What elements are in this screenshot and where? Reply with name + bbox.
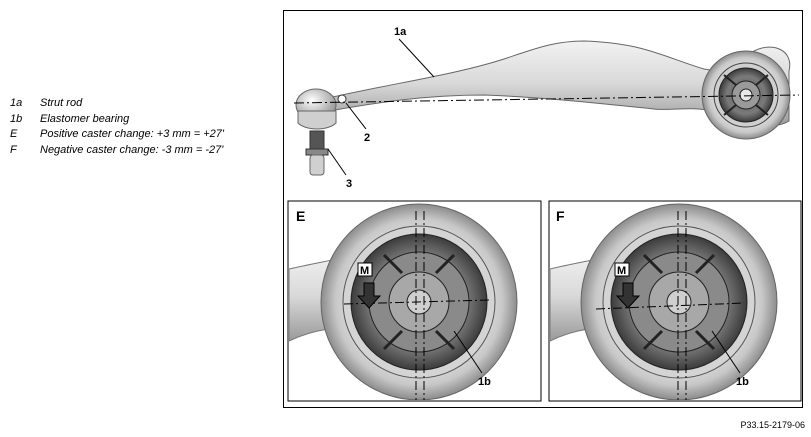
legend-row-1b: 1b Elastomer bearing: [10, 112, 224, 128]
technical-figure: 1a 2 3 E M 1b: [283, 10, 803, 408]
label-stud: 3: [346, 178, 352, 190]
legend-key: 1a: [10, 97, 23, 109]
figure-drawing: 1a 2 3 E M 1b: [287, 26, 802, 402]
leader-line: [345, 102, 367, 130]
panel-f-mark: M: [617, 265, 626, 277]
legend-row-f: F Negative caster change: -3 mm = -27': [10, 143, 224, 159]
legend-text: Negative caster change: -3 mm = -27': [40, 143, 224, 156]
axis-line: [293, 94, 800, 104]
legend: 1a Strut rod 1b Elastomer bearing E Posi…: [10, 96, 224, 158]
legend-key: F: [10, 143, 17, 156]
panel-f-bearing-label: 1b: [736, 376, 749, 388]
legend-text: Elastomer bearing: [40, 112, 130, 125]
leader-line: [398, 38, 435, 78]
panel-e-mark: M: [360, 265, 369, 277]
legend-text: Strut rod: [40, 97, 83, 109]
panel-f-letter: F: [556, 208, 565, 224]
legend-text: Positive caster change: +3 mm = +27': [40, 128, 225, 140]
ball-joint-drawing: [295, 88, 347, 176]
panel-e: E M 1b: [287, 200, 542, 402]
legend-key: E: [10, 128, 18, 140]
legend-key: 1b: [10, 112, 23, 125]
leader-line: [327, 148, 347, 176]
panel-e-letter: E: [296, 208, 305, 224]
label-ball-joint: 2: [364, 132, 370, 144]
figure-reference: P33.15-2179-06: [740, 420, 805, 430]
strut-rod-drawing: [323, 40, 791, 140]
panel-e-bearing-label: 1b: [478, 376, 491, 388]
legend-row-e: E Positive caster change: +3 mm = +27': [10, 127, 224, 143]
label-strut-rod: 1a: [394, 26, 407, 38]
legend-row-1a: 1a Strut rod: [10, 96, 224, 112]
panel-f: F M 1b: [548, 200, 802, 402]
